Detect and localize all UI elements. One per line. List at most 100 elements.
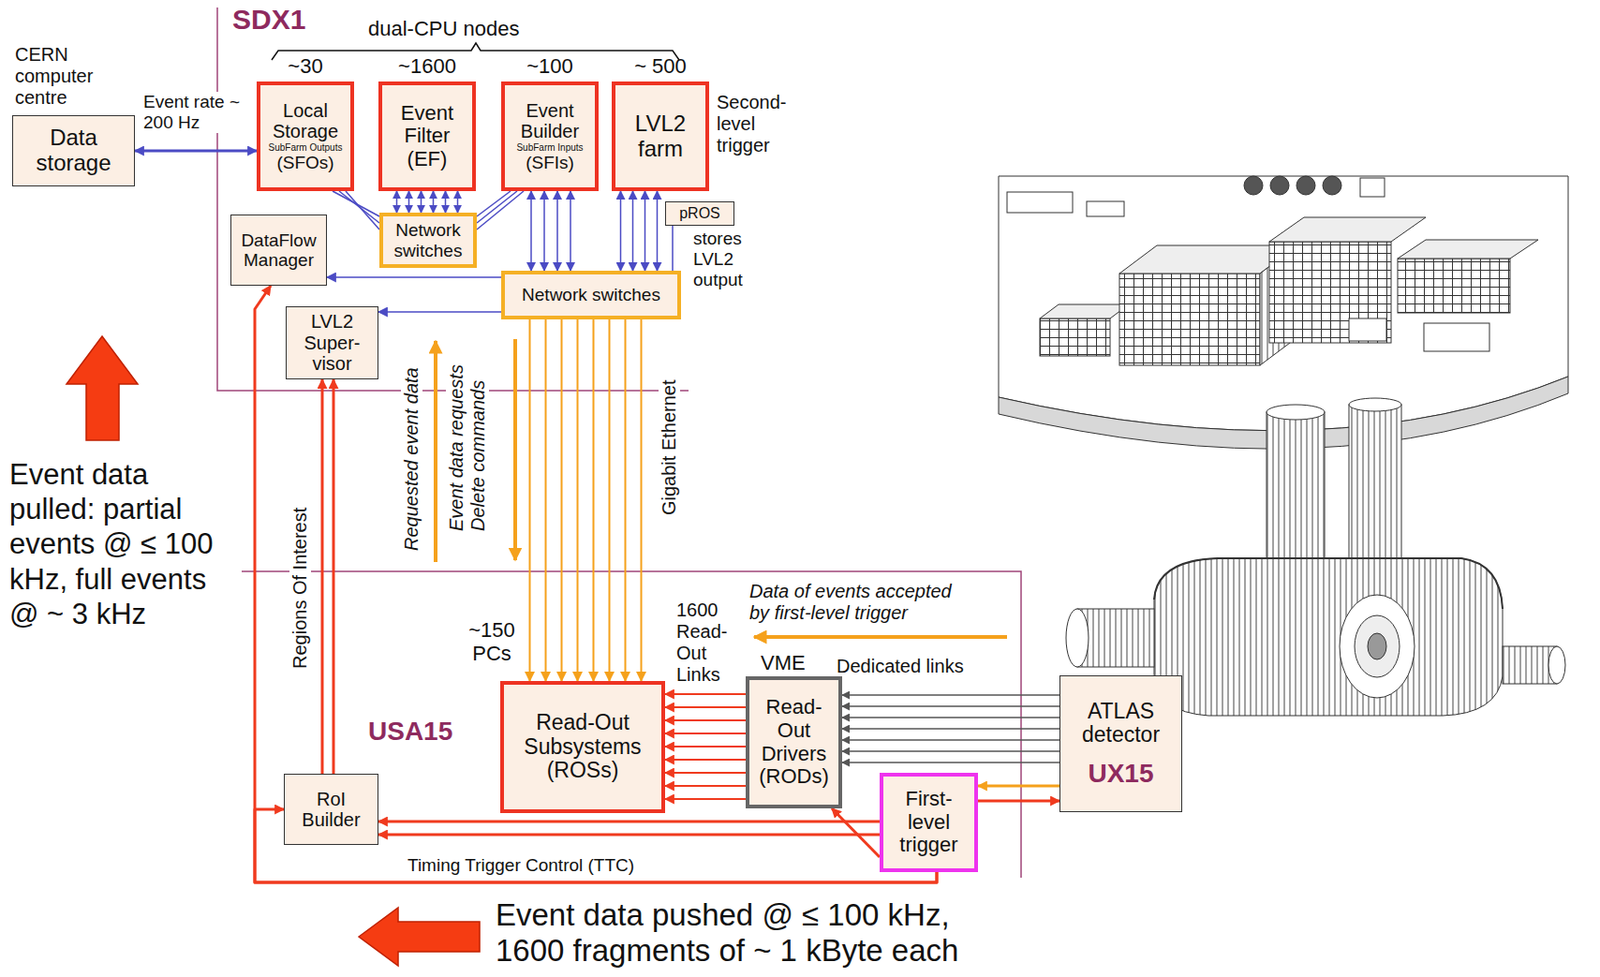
connector [326, 277, 502, 279]
roi-box: RoI Builder [283, 773, 379, 845]
connector-line [665, 745, 746, 748]
flow-note: Event data pulled: partial events @ ≤ 10… [9, 457, 235, 632]
link-label: Timing Trigger Control (TTC) [407, 855, 635, 876]
box-text: RoI Builder [288, 788, 374, 831]
connector-line [543, 191, 546, 271]
bus-label: VME [760, 651, 806, 675]
detector-box: ATLAS detectorUX15 [1059, 675, 1183, 813]
box-text: Read- Out Drivers (RODs) [753, 696, 835, 789]
farm-box: Local StorageSubFarm Outputs(SFOs) [256, 81, 355, 192]
connector [531, 191, 571, 271]
ros-box: Read-Out Subsystems (ROSs) [500, 681, 666, 814]
connector-line [608, 319, 611, 682]
connector [530, 319, 642, 682]
bracket [271, 43, 680, 60]
connector-line [444, 191, 447, 213]
box-text: Data storage [16, 125, 131, 177]
group-label: dual-CPU nodes [368, 16, 519, 41]
storage-box: CERN computer centreData storage [12, 115, 135, 187]
connector [378, 311, 502, 313]
box-text: Network switches [521, 284, 661, 305]
count-label: ~150 PCs [454, 618, 530, 667]
farm-box: Event BuilderSubFarm Inputs(SFIs) [501, 81, 599, 192]
connector-line [831, 808, 880, 858]
connector-line [977, 785, 1060, 788]
connector-line [620, 191, 623, 271]
connector [134, 150, 257, 152]
connector-line [665, 706, 746, 709]
connector-line [977, 800, 1060, 803]
connector-line [332, 379, 336, 774]
connector-line [378, 833, 880, 837]
connector-line [665, 758, 746, 761]
count-label: ~100 [501, 54, 599, 78]
connector [397, 191, 459, 213]
connector-line [530, 191, 533, 271]
connector-line [842, 716, 1060, 718]
connector-line [569, 191, 572, 271]
box-text: Read-Out Subsystems (ROSs) [507, 711, 658, 784]
cavern-illustration [998, 176, 1569, 716]
link-label: Gigabit Ethernet [658, 355, 681, 516]
arrow-label: Data of events accepted by first-level t… [749, 580, 961, 624]
switch-box: Network switches [501, 270, 682, 320]
pros-box: pROS [665, 201, 735, 226]
connector-line [665, 785, 746, 787]
connector-line [665, 771, 746, 774]
box-text: Event Builder [508, 100, 592, 143]
connector-line [321, 379, 325, 774]
farm-box: LVL2 farm [611, 81, 710, 192]
count-label: ~ 500 [611, 54, 710, 78]
connector-line [640, 319, 643, 682]
connector-line [556, 191, 559, 271]
region-lines [217, 7, 1022, 878]
command-arrow [513, 339, 518, 561]
connector-line [378, 820, 880, 824]
area-label: USA15 [368, 716, 453, 747]
connector-line [842, 761, 1060, 763]
connector-line [476, 191, 518, 223]
connector [977, 785, 1060, 787]
connector-line [545, 319, 548, 682]
connector-line [457, 191, 460, 213]
arrow-label: Requested event data [400, 349, 423, 551]
connector-line [842, 694, 1060, 696]
group-label: Second- level trigger [716, 91, 806, 157]
box-text: Event Filter (EF) [385, 102, 469, 172]
connector [665, 694, 746, 800]
farm-box: Event Filter (EF) [378, 81, 476, 192]
connector-line [665, 798, 746, 800]
connector-line [842, 727, 1060, 729]
push-arrow [358, 907, 480, 966]
connector-line [432, 191, 435, 213]
rate-label: Event rate ~ 200 Hz [143, 91, 249, 134]
connector-line [396, 191, 399, 213]
count-label: ~30 [256, 54, 355, 78]
connector-line [326, 276, 502, 279]
request-arrow [433, 340, 438, 563]
connector-line [476, 191, 524, 230]
connector [332, 191, 380, 230]
connector [977, 800, 1060, 802]
box-text: (SFIs) [525, 152, 575, 173]
sub-caption: SubFarm Outputs [268, 142, 343, 153]
area-label: SDX1 [232, 3, 306, 37]
connector-line [644, 191, 647, 271]
connector-line [842, 739, 1060, 741]
switch-box: Network switches [379, 212, 477, 268]
connector-line [420, 191, 423, 213]
connector [476, 191, 524, 230]
connector [378, 821, 880, 835]
box-text: DataFlow Manager [235, 230, 323, 271]
box-text: ATLAS detector [1064, 699, 1178, 749]
box-text: pROS [679, 205, 721, 223]
connector-line [408, 191, 411, 213]
connector-line [345, 191, 380, 230]
connector-line [577, 319, 579, 682]
connector [831, 808, 880, 858]
arrow-label: Event data requests Delete commands [445, 343, 489, 532]
connector [842, 695, 1060, 763]
link-label: Dedicated links [836, 655, 964, 678]
supervisor-box: LVL2 Super- visor [285, 306, 379, 380]
